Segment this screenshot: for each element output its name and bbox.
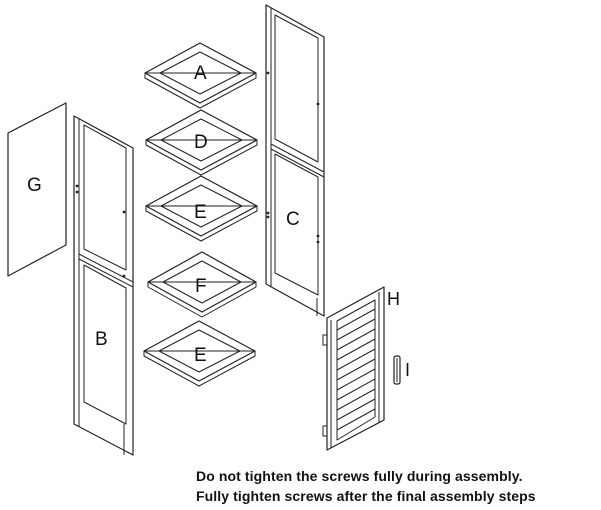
- assembly-note-line-1: Do not tighten the screws fully during a…: [196, 468, 523, 484]
- part-h-label: H: [387, 289, 400, 309]
- shelf-e-lower-label: E: [194, 345, 207, 366]
- part-b-label: B: [95, 329, 108, 350]
- shelf-d: D: [145, 109, 258, 176]
- shelf-a-label: A: [194, 63, 207, 84]
- assembly-note-line-2: Fully tighten screws after the final ass…: [196, 488, 536, 504]
- part-b-side-frame: B: [73, 115, 134, 456]
- shelf-a: A: [144, 42, 257, 109]
- part-c-side-frame: C: [265, 4, 325, 317]
- part-g-back-panel: G: [7, 102, 67, 277]
- part-h-louvered-door: H: [322, 286, 400, 451]
- shelf-f: F: [147, 251, 257, 318]
- shelf-e-upper: E: [145, 175, 258, 242]
- part-c-label: C: [286, 209, 300, 230]
- shelf-d-label: D: [194, 132, 208, 153]
- part-g-label: G: [27, 175, 42, 196]
- shelf-f-label: F: [195, 276, 207, 297]
- part-i-handle: I: [393, 355, 410, 385]
- shelf-e-lower: E: [143, 320, 256, 387]
- shelf-e-upper-label: E: [194, 202, 207, 223]
- part-i-label: I: [405, 360, 410, 380]
